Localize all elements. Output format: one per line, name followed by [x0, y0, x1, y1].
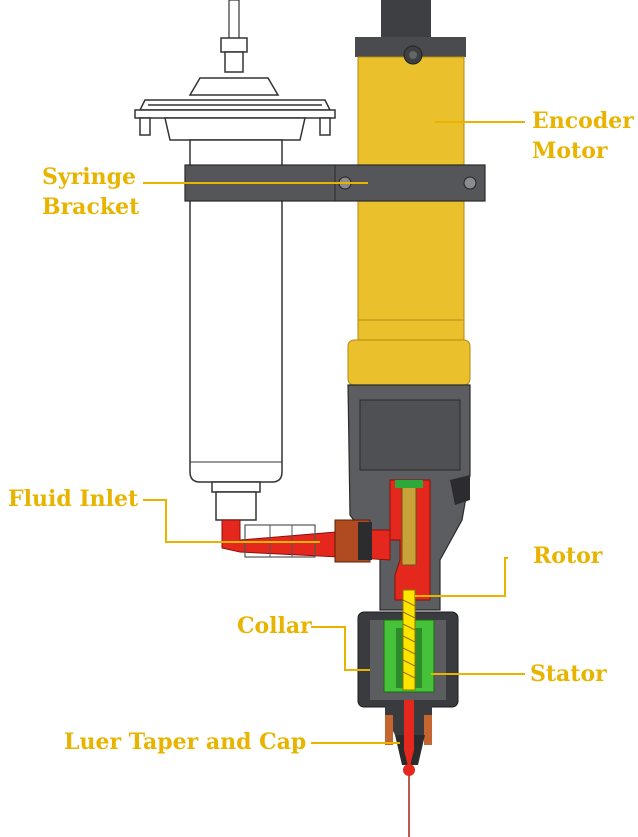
label-collar: Collar	[237, 613, 312, 639]
syringe-barrel	[189, 139, 283, 521]
syringe-top-cable	[220, 0, 248, 73]
label-encoder-motor-line1: Encoder	[532, 108, 634, 134]
syringe-cap	[134, 77, 336, 141]
encoder-motor	[347, 37, 471, 386]
label-fluid-inlet: Fluid Inlet	[8, 486, 139, 512]
fluid-inlet-fitting	[221, 519, 391, 563]
label-rotor: Rotor	[533, 543, 603, 569]
label-stator: Stator	[530, 661, 607, 687]
label-syringe-bracket: Syringe Bracket	[42, 162, 139, 222]
label-syringe-bracket-line1: Syringe	[42, 164, 136, 190]
rotor	[402, 589, 416, 691]
leader-lines	[143, 121, 525, 744]
label-syringe-bracket-line2: Bracket	[42, 194, 140, 220]
motor-cable	[381, 0, 431, 38]
label-luer-taper-cap: Luer Taper and Cap	[64, 729, 307, 755]
label-encoder-motor-line2: Motor	[532, 138, 608, 164]
label-encoder-motor: Encoder Motor	[532, 106, 634, 166]
fluid-channel	[389, 479, 431, 601]
luer-taper-cap	[385, 700, 432, 837]
